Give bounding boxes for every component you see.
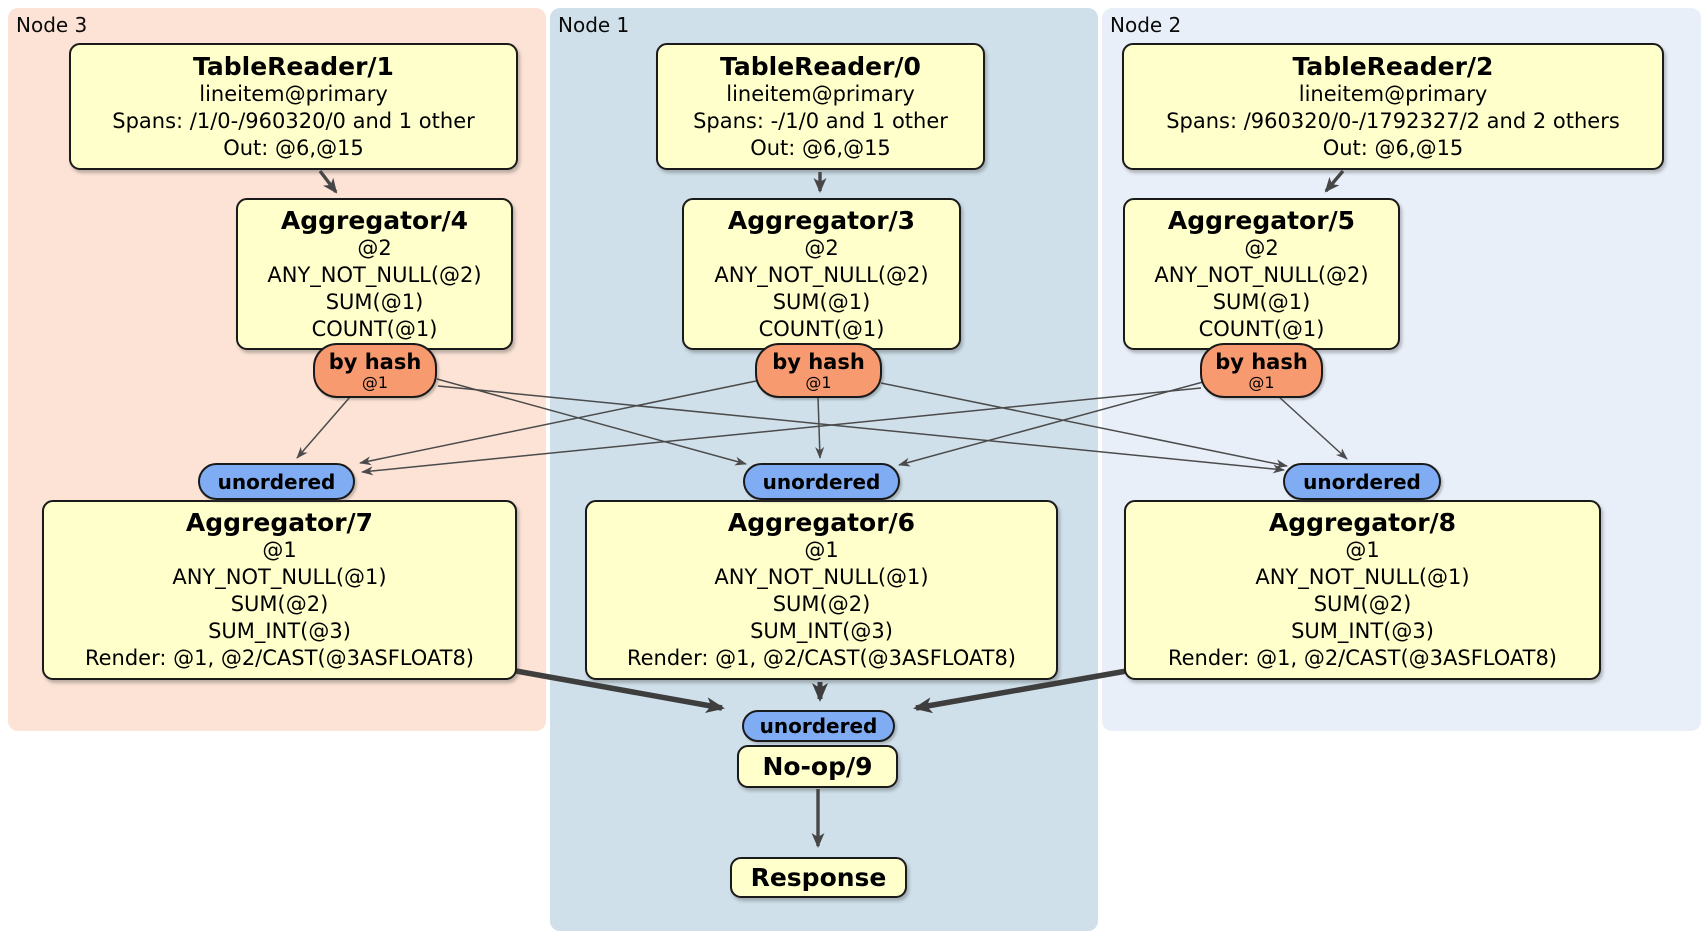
sync-label: unordered (1303, 469, 1421, 494)
processor-spans: Spans: /1/0-/960320/0 and 1 other (112, 108, 475, 133)
router-by-hash-node2: by hash @1 (1200, 343, 1323, 398)
processor-title: Aggregator/7 (185, 508, 374, 537)
node-1-label: Node 1 (558, 13, 630, 37)
processor-out: Out: @6,@15 (750, 135, 891, 160)
processor-agg-fn: ANY_NOT_NULL(@1) (714, 565, 929, 589)
processor-groupcol: @2 (1244, 235, 1279, 260)
processor-agg-fn: ANY_NOT_NULL(@1) (1255, 565, 1470, 589)
processor-agg-fn: COUNT(@1) (311, 316, 438, 341)
processor-agg-fn: SUM(@2) (1313, 592, 1412, 616)
processor-agg-fn: SUM_INT(@3) (1291, 619, 1434, 643)
processor-render: Render: @1, @2/CAST(@3ASFLOAT8) (626, 646, 1017, 670)
router-columns: @1 (805, 372, 832, 392)
processor-groupcol: @2 (804, 235, 839, 260)
processor-index: lineitem@primary (726, 81, 915, 106)
processor-title: Aggregator/8 (1268, 508, 1457, 537)
router-label: by hash (1215, 349, 1308, 374)
processor-render: Render: @1, @2/CAST(@3ASFLOAT8) (1167, 646, 1558, 670)
processor-spans: Spans: /960320/0-/1792327/2 and 2 others (1166, 108, 1620, 133)
processor-agg-fn: SUM(@2) (772, 592, 871, 616)
box-tablereader-2: TableReader/2 lineitem@primary Spans: /9… (1122, 43, 1664, 170)
sync-label: unordered (217, 469, 336, 494)
box-tablereader-0: TableReader/0 lineitem@primary Spans: -/… (656, 43, 985, 170)
processor-title: TableReader/2 (1292, 51, 1494, 81)
processor-index: lineitem@primary (199, 81, 388, 106)
processor-groupcol: @1 (804, 538, 839, 562)
processor-agg-fn: SUM(@1) (1212, 289, 1311, 314)
processor-agg-fn: COUNT(@1) (1198, 316, 1325, 341)
processor-title: Aggregator/4 (280, 205, 469, 235)
processor-agg-fn: ANY_NOT_NULL(@2) (267, 262, 482, 287)
processor-agg-fn: SUM(@2) (230, 592, 329, 616)
box-aggregator-3: Aggregator/3 @2 ANY_NOT_NULL(@2) SUM(@1)… (682, 198, 961, 350)
router-columns: @1 (361, 372, 389, 392)
sync-unordered-node3: unordered (198, 463, 355, 500)
box-aggregator-6: Aggregator/6 @1 ANY_NOT_NULL(@1) SUM(@2)… (585, 500, 1058, 680)
router-columns: @1 (1248, 372, 1275, 392)
router-label: by hash (328, 349, 422, 374)
processor-title: Response (750, 863, 887, 892)
sync-unordered-node2: unordered (1283, 463, 1441, 500)
processor-title: TableReader/1 (193, 51, 394, 81)
box-aggregator-5: Aggregator/5 @2 ANY_NOT_NULL(@2) SUM(@1)… (1123, 198, 1400, 350)
processor-agg-fn: SUM(@1) (325, 289, 424, 314)
sync-unordered-final: unordered (742, 710, 895, 742)
processor-groupcol: @1 (1345, 538, 1380, 562)
processor-title: Aggregator/3 (727, 205, 916, 235)
processor-title: Aggregator/5 (1167, 205, 1356, 235)
processor-agg-fn: SUM_INT(@3) (208, 619, 351, 643)
processor-groupcol: @1 (262, 538, 297, 562)
processor-spans: Spans: -/1/0 and 1 other (693, 108, 948, 133)
node-3-label: Node 3 (16, 13, 88, 37)
router-label: by hash (772, 349, 865, 374)
processor-agg-fn: SUM_INT(@3) (750, 619, 893, 643)
processor-index: lineitem@primary (1298, 81, 1488, 106)
router-by-hash-node3: by hash @1 (313, 343, 437, 398)
processor-out: Out: @6,@15 (223, 135, 364, 160)
router-by-hash-node1: by hash @1 (755, 343, 882, 398)
box-aggregator-4: Aggregator/4 @2 ANY_NOT_NULL(@2) SUM(@1)… (236, 198, 513, 350)
processor-agg-fn: ANY_NOT_NULL(@2) (714, 262, 929, 287)
processor-groupcol: @2 (357, 235, 392, 260)
sync-label: unordered (762, 469, 881, 494)
box-tablereader-1: TableReader/1 lineitem@primary Spans: /1… (69, 43, 518, 170)
node-2-label: Node 2 (1110, 13, 1182, 37)
processor-agg-fn: COUNT(@1) (758, 316, 885, 341)
processor-agg-fn: ANY_NOT_NULL(@1) (172, 565, 387, 589)
box-aggregator-7: Aggregator/7 @1 ANY_NOT_NULL(@1) SUM(@2)… (42, 500, 517, 680)
processor-title: No-op/9 (762, 752, 873, 781)
box-aggregator-8: Aggregator/8 @1 ANY_NOT_NULL(@1) SUM(@2)… (1124, 500, 1601, 680)
processor-title: Aggregator/6 (727, 508, 916, 537)
processor-title: TableReader/0 (720, 51, 921, 81)
box-response: Response (730, 857, 907, 898)
processor-out: Out: @6,@15 (1322, 135, 1464, 160)
sync-label: unordered (759, 714, 878, 738)
box-noop-9: No-op/9 (737, 745, 898, 788)
processor-agg-fn: ANY_NOT_NULL(@2) (1154, 262, 1369, 287)
processor-render: Render: @1, @2/CAST(@3ASFLOAT8) (84, 646, 475, 670)
sync-unordered-node1: unordered (743, 463, 900, 500)
processor-agg-fn: SUM(@1) (772, 289, 871, 314)
